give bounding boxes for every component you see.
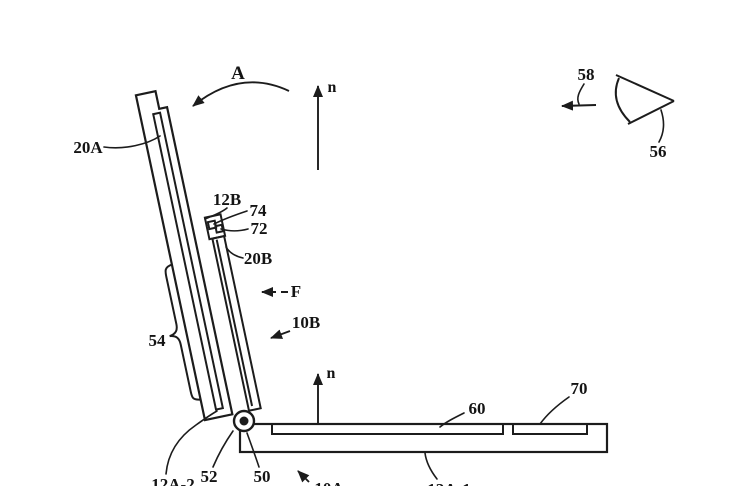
eye-arc: [614, 77, 631, 123]
label-12B: 12B: [213, 190, 241, 209]
label-72: 72: [251, 219, 268, 238]
trackpad-region-outline: [512, 423, 588, 435]
lid-housing-outline: [134, 89, 234, 422]
view-direction-arrow-58: [561, 100, 597, 111]
leader-20B: [225, 246, 244, 259]
label-12A-2: 12A-2: [151, 475, 194, 486]
leader-12B: [204, 207, 228, 220]
leader-74: [213, 210, 248, 225]
leader-70: [539, 396, 570, 425]
label-56: 56: [650, 142, 667, 161]
base-housing-outline: [238, 422, 609, 454]
label-10A: 10A: [314, 479, 344, 486]
leader-58: [577, 83, 585, 105]
accessory-display-line: [215, 239, 254, 407]
lid-display-rail: [152, 111, 225, 411]
accessory-component-72: [214, 223, 225, 234]
leader-56: [658, 109, 665, 143]
leader-20A: [103, 135, 161, 149]
leader-12A-1: [424, 452, 438, 480]
label-54: 54: [149, 331, 167, 350]
label-52: 52: [201, 467, 218, 486]
label-74: 74: [250, 201, 268, 220]
eye-upper-line: [615, 74, 675, 102]
hinge-pivot-dot: [239, 416, 249, 426]
leader-60: [439, 412, 465, 428]
label-70: 70: [571, 379, 588, 398]
eye-icon: [614, 74, 675, 125]
label-F: F: [291, 282, 301, 301]
label-50: 50: [254, 467, 271, 486]
keyboard-region-outline: [271, 423, 504, 435]
rotation-arc-arrow: [192, 81, 290, 107]
leader-52: [212, 430, 234, 468]
label-10B: 10B: [292, 313, 320, 332]
label-20B: 20B: [244, 249, 272, 268]
pointer-arrow-10A: [297, 470, 310, 483]
accessory-bar-outline: [211, 234, 262, 412]
label-58: 58: [578, 65, 595, 84]
label-12A-1: 12A-1: [427, 480, 470, 486]
label-60: 60: [469, 399, 486, 418]
leader-50: [246, 432, 260, 468]
lid-assembly: [134, 89, 262, 422]
pointer-arrow-10B: [270, 329, 291, 339]
label-n-lower: n: [327, 365, 336, 382]
leader-72: [220, 228, 249, 232]
label-A: A: [231, 63, 245, 84]
brace-54: [164, 263, 201, 401]
label-n-upper: n: [328, 79, 337, 96]
label-20A: 20A: [73, 138, 103, 157]
leader-12A-2: [165, 410, 218, 475]
eye-lower-line: [627, 100, 675, 125]
